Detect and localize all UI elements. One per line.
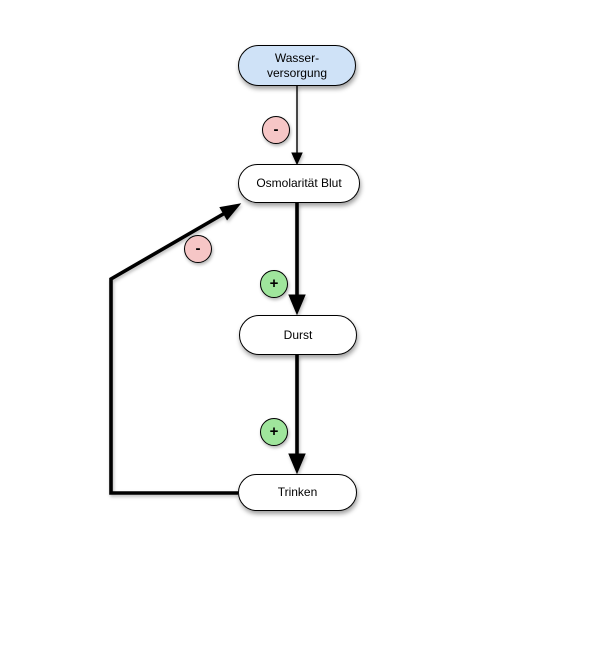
node-durst-label: Durst (283, 327, 313, 342)
node-trinken-label: Trinken (277, 485, 318, 499)
sign-plus-durst-to-trinken: + (260, 418, 288, 446)
sign-minus-feedback-trinken-to-osmolaritaet: - (184, 235, 212, 263)
node-osmolaritaet-blut-label: Osmolarität Blut (256, 176, 342, 190)
sign-plus-osmolaritaet-to-durst: + (260, 270, 288, 298)
feedback-line-trinken-to-osmolaritaet (109, 211, 238, 495)
arrowhead-durst-to-trinken-icon (288, 453, 306, 475)
sign-minus-wasser-to-osmolaritaet: - (262, 116, 290, 144)
node-osmolaritaet-blut: Osmolarität Blut (238, 164, 360, 203)
arrowhead-osmolaritaet-to-durst-icon (288, 294, 306, 316)
node-durst: Durst (239, 315, 357, 355)
node-trinken: Trinken (238, 474, 357, 511)
arrowhead-wasser-to-osmolaritaet-icon (291, 152, 303, 166)
arrowhead-feedback-icon (219, 203, 242, 221)
node-wasserversorgung: Wasser- versorgung (238, 45, 356, 86)
node-wasserversorgung-label: Wasser- versorgung (266, 50, 328, 80)
